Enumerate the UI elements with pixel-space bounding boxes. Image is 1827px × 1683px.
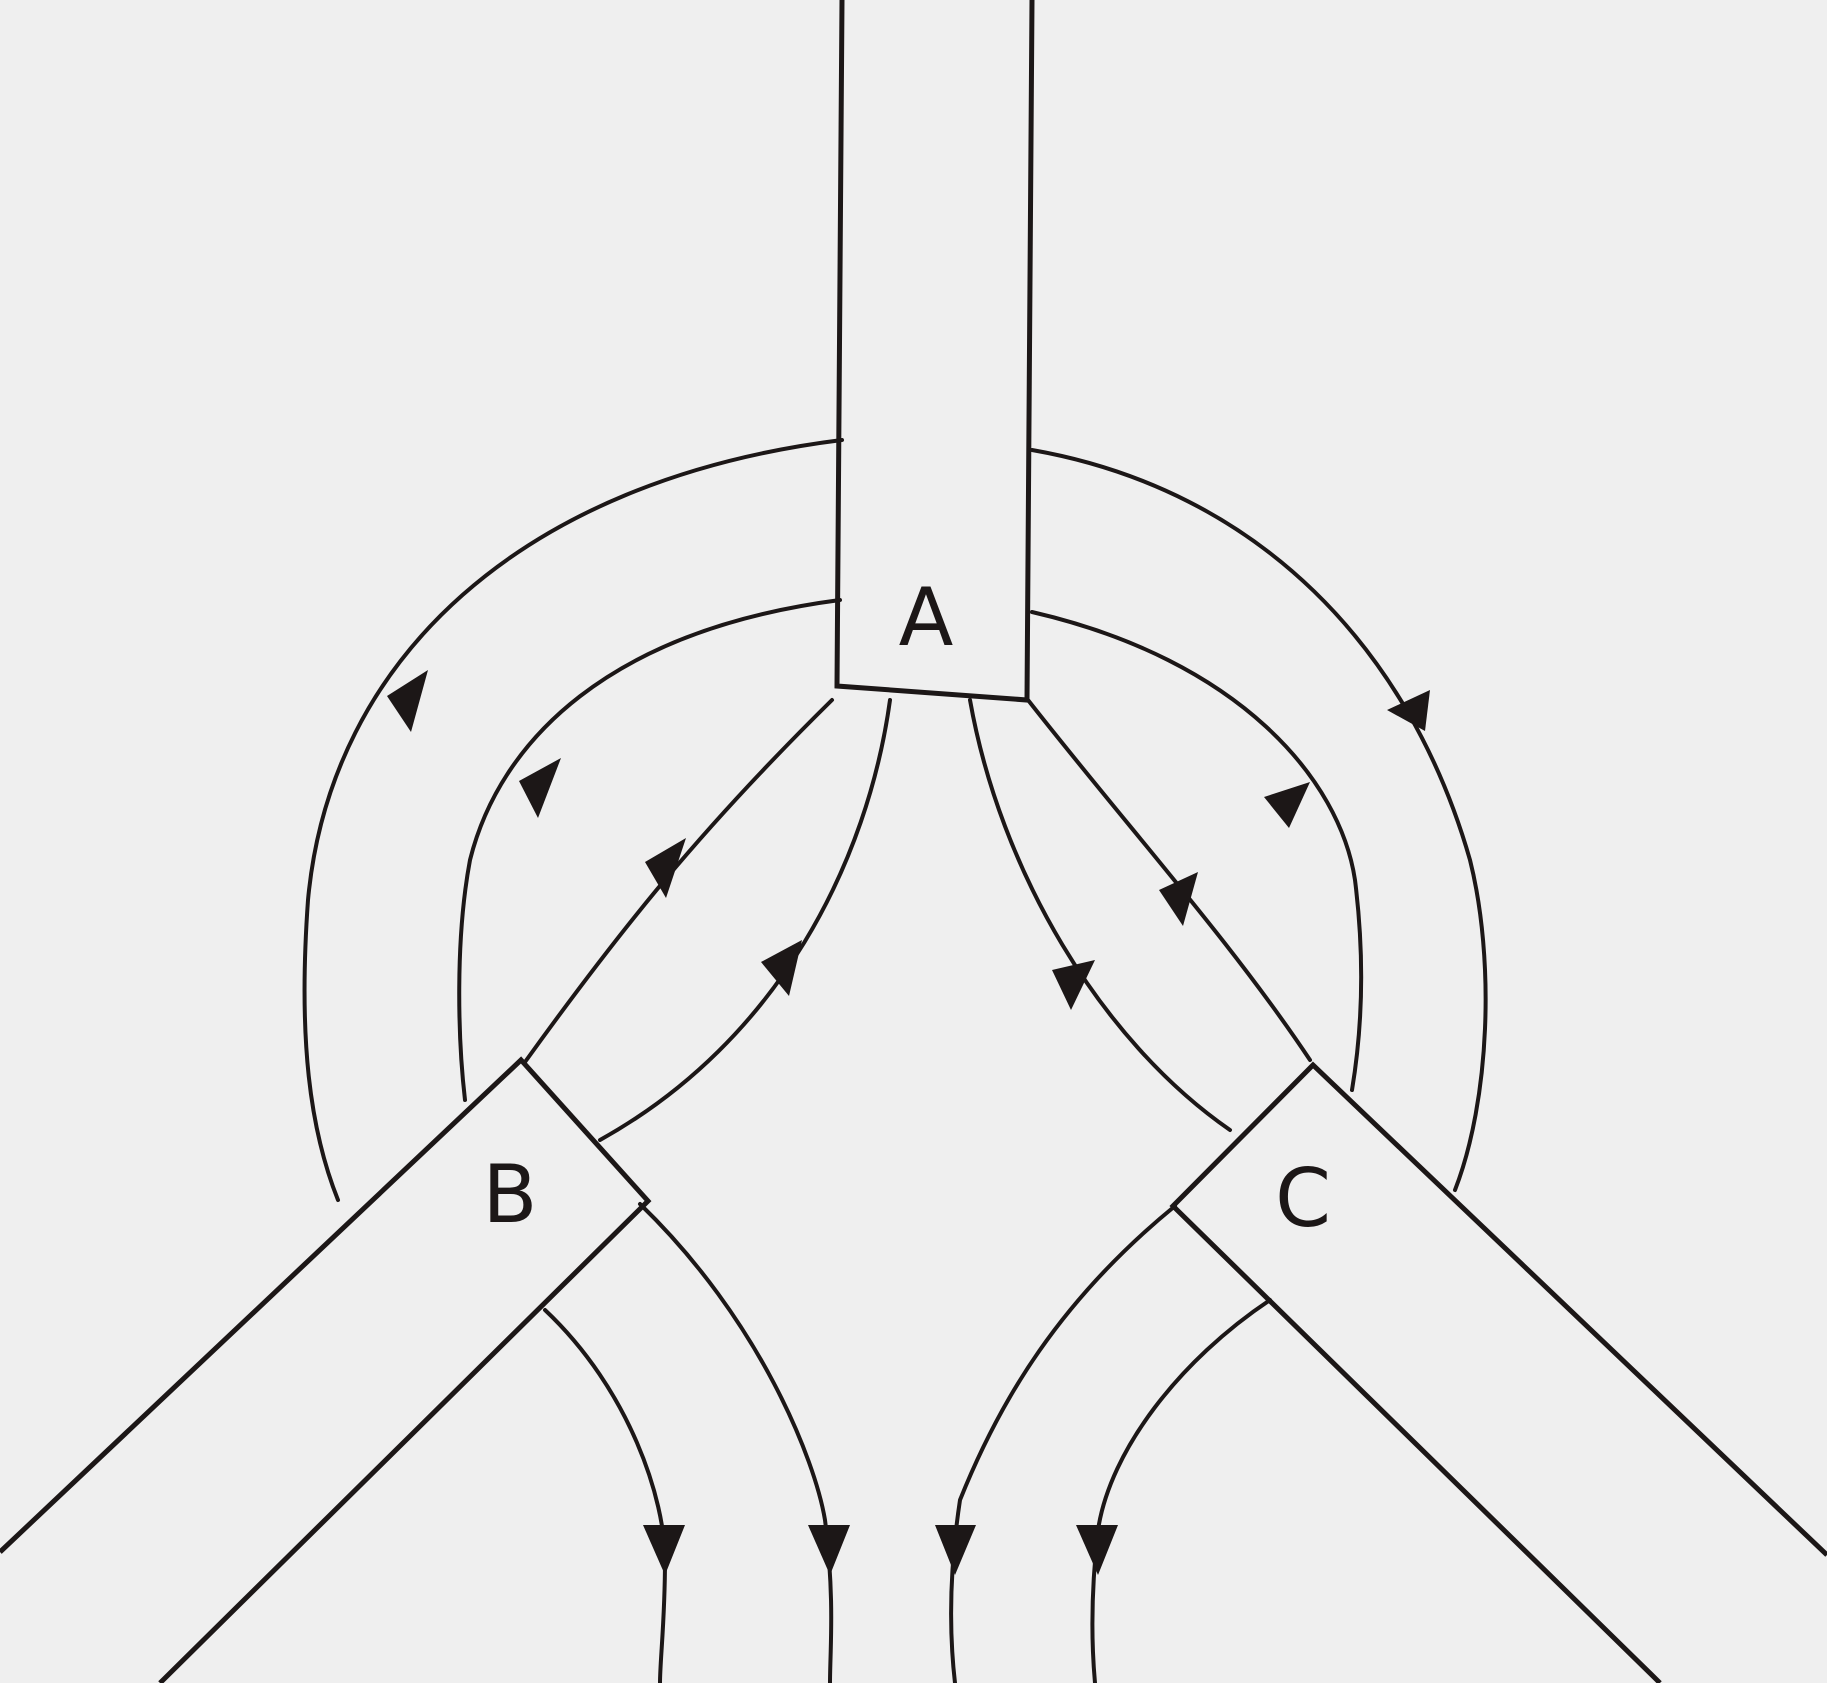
flux-line-curve-left bbox=[598, 698, 892, 1142]
arrowhead bbox=[387, 670, 428, 732]
arrowhead bbox=[1159, 872, 1198, 926]
arrowheads bbox=[387, 670, 1430, 1575]
arrowhead bbox=[1264, 782, 1310, 828]
arrowhead bbox=[761, 940, 802, 996]
arrowhead bbox=[1387, 690, 1430, 731]
arrowhead bbox=[519, 758, 561, 818]
flux-line-outer-right bbox=[1030, 448, 1488, 1192]
flux-line-bottom-c1 bbox=[949, 1204, 1177, 1683]
member-a bbox=[834, 0, 1035, 703]
arrowhead bbox=[1076, 1525, 1118, 1575]
node-label-a: A bbox=[899, 571, 954, 664]
flux-lines bbox=[302, 438, 1488, 1683]
flux-line-bottom-b1 bbox=[638, 1202, 834, 1683]
arrowhead bbox=[1052, 960, 1095, 1010]
node-label-c: C bbox=[1275, 1152, 1331, 1245]
flux-line-center-left bbox=[523, 698, 834, 1064]
flux-line-bottom-c2 bbox=[1090, 1298, 1272, 1683]
arrowhead bbox=[808, 1525, 850, 1575]
flux-line-inner-left bbox=[457, 598, 842, 1102]
arrowhead bbox=[935, 1525, 976, 1575]
node-label-b: B bbox=[483, 1148, 538, 1241]
flux-line-outer-left bbox=[302, 438, 844, 1202]
member-b bbox=[0, 1056, 652, 1683]
flux-line-curve-right bbox=[968, 698, 1232, 1132]
flux-line-bottom-b2 bbox=[543, 1308, 668, 1683]
member-c bbox=[1169, 1061, 1827, 1683]
flux-line-inner-right bbox=[1030, 610, 1364, 1092]
arrowhead bbox=[645, 838, 686, 898]
arrowhead bbox=[643, 1525, 685, 1575]
